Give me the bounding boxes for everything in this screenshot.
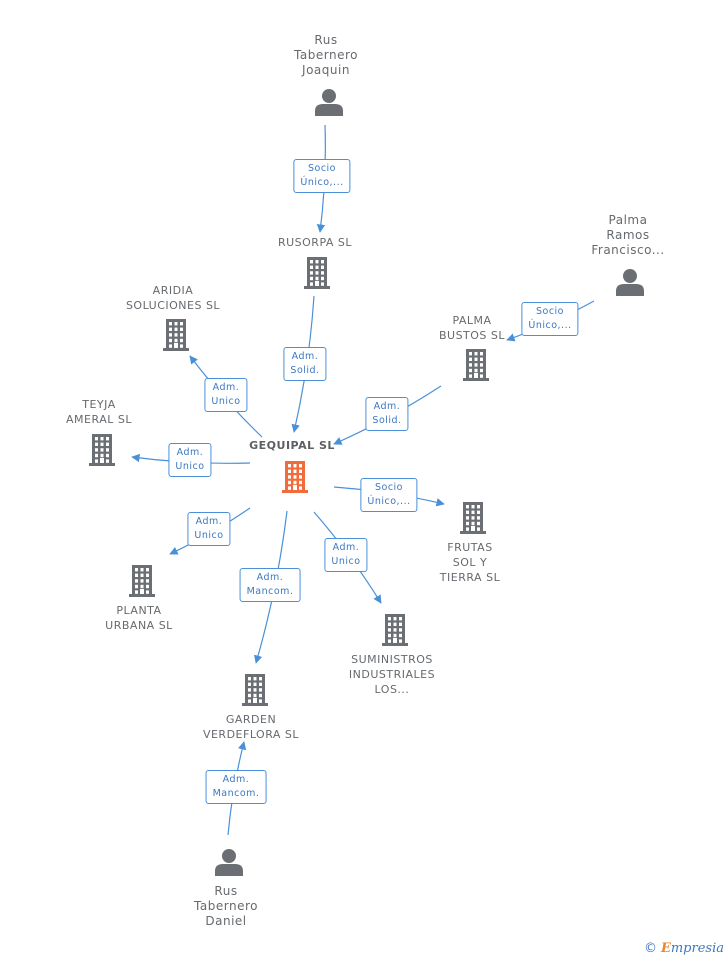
person-icon-palma_ramos [616, 269, 644, 296]
node-label-rusorpa[interactable]: RUSORPA SL [277, 236, 353, 249]
node-icon-layer [89, 89, 644, 876]
edge-label-rus_daniel-to-garden[interactable]: Adm. Mancom. [205, 770, 267, 804]
edge-label-palma_bustos-to-gequipal[interactable]: Adm. Solid. [365, 397, 409, 431]
node-label-garden[interactable]: GARDEN VERDEFLORA SL [202, 713, 300, 741]
node-label-rus_joaquin[interactable]: Rus Tabernero Joaquin [294, 33, 358, 77]
copyright-notice[interactable]: ©Empresia [644, 941, 724, 956]
brand-initial: E [660, 941, 671, 956]
node-label-planta[interactable]: PLANTA URBANA SL [105, 604, 173, 632]
building-icon-rusorpa [304, 257, 330, 289]
node-label-palma_bustos[interactable]: PALMA BUSTOS SL [438, 314, 506, 342]
node-label-aridia[interactable]: ARIDIA SOLUCIONES SL [125, 284, 221, 312]
node-label-rus_daniel[interactable]: Rus Tabernero Daniel [194, 884, 258, 928]
building-icon-suministros [382, 614, 408, 646]
edge-label-palma_ramos-to-palma_bustos[interactable]: Socio Único,... [521, 302, 579, 336]
person-icon-rus_daniel [215, 849, 243, 876]
edge-label-rus_joaquin-to-rusorpa[interactable]: Socio Único,... [293, 159, 351, 193]
brand-name: mpresia [670, 941, 724, 956]
building-icon-garden [242, 674, 268, 706]
person-icon-rus_joaquin [315, 89, 343, 116]
node-label-frutas[interactable]: FRUTAS SOL Y TIERRA SL [439, 541, 501, 584]
node-label-gequipal[interactable]: GEQUIPAL SL [249, 439, 335, 452]
building-icon-planta [129, 565, 155, 597]
edge-label-rusorpa-to-gequipal[interactable]: Adm. Solid. [283, 347, 327, 381]
node-label-palma_ramos[interactable]: Palma Ramos Francisco... [591, 213, 665, 257]
building-icon-teyja [89, 434, 115, 466]
building-icon-palma_bustos [463, 349, 489, 381]
building-icon-gequipal [282, 461, 308, 493]
edge-label-gequipal-to-suministros[interactable]: Adm. Unico [324, 538, 368, 572]
edge-label-gequipal-to-garden[interactable]: Adm. Mancom. [239, 568, 301, 602]
edge-label-gequipal-to-frutas[interactable]: Socio Único,... [360, 478, 418, 512]
edge-label-gequipal-to-teyja[interactable]: Adm. Unico [168, 443, 212, 477]
edge-label-gequipal-to-planta[interactable]: Adm. Unico [187, 512, 231, 546]
node-label-suministros[interactable]: SUMINISTROS INDUSTRIALES LOS... [348, 653, 436, 696]
building-icon-frutas [460, 502, 486, 534]
building-icon-aridia [163, 319, 189, 351]
edge-label-gequipal-to-aridia[interactable]: Adm. Unico [204, 378, 248, 412]
copyright-icon: © [643, 941, 657, 956]
node-label-teyja[interactable]: TEYJA AMERAL SL [66, 398, 132, 426]
